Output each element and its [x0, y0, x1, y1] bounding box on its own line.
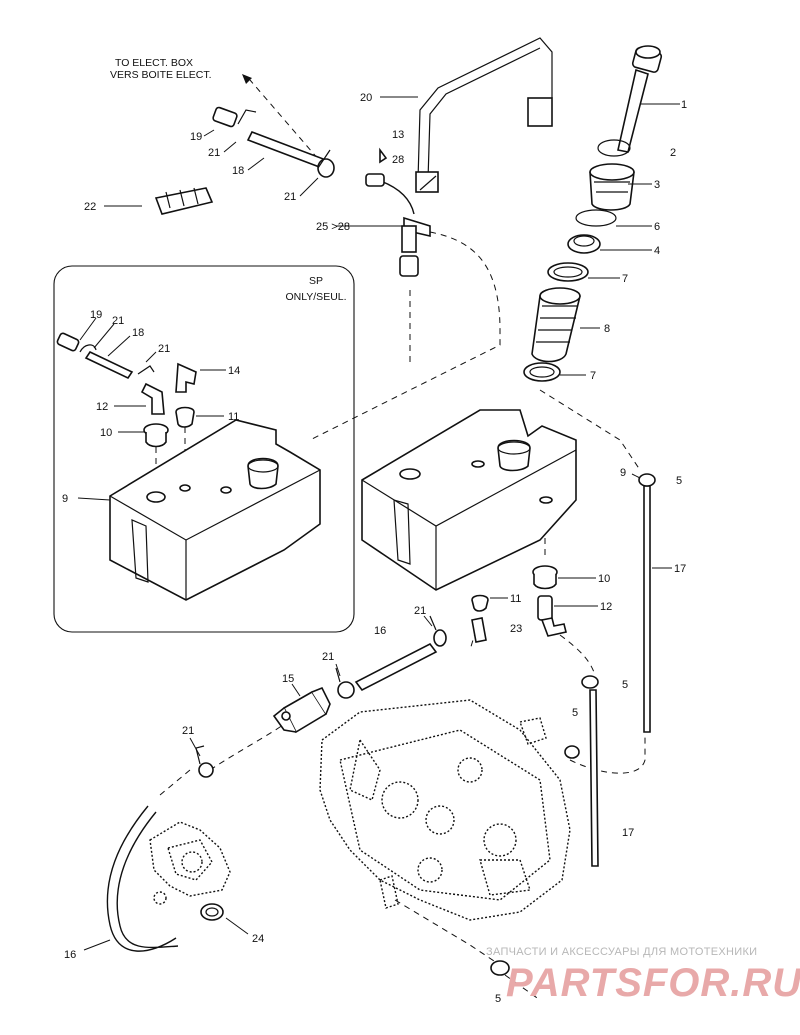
clamp-24 [200, 903, 224, 921]
callout-18: 18 [132, 327, 144, 339]
vent-hose-17-lower [589, 689, 599, 867]
clamp-5-right [638, 473, 656, 487]
callout-28: 28 [392, 154, 404, 166]
callout-25: 25 >28 [316, 221, 350, 233]
clamp-7-bottom [523, 362, 561, 382]
callout-16: 16 [374, 625, 386, 637]
callout-11: 11 [510, 593, 521, 605]
callout-14: 14 [228, 365, 240, 377]
callout-18: 18 [232, 165, 244, 177]
callout-21: 21 [208, 147, 220, 159]
callout-5: 5 [572, 707, 578, 719]
inset-fuel-tank [109, 419, 321, 601]
hose-16-upper [335, 615, 447, 699]
callout-9: 9 [620, 467, 626, 479]
filler-neck-bellows-8 [531, 287, 581, 363]
nut-4 [567, 234, 601, 254]
clamp-7-top [547, 262, 589, 282]
callout-6: 6 [654, 221, 660, 233]
callout-4: 4 [654, 245, 660, 257]
callout-9: 9 [62, 493, 68, 505]
callout-17: 17 [622, 827, 634, 839]
callout-5: 5 [676, 475, 682, 487]
callout-11: 11 [228, 411, 239, 423]
sp-only-inset-frame [53, 265, 355, 633]
leader-lines [77, 96, 680, 951]
callout-10: 10 [598, 573, 610, 585]
inset-grommet-10 [143, 423, 169, 448]
callout-23: 23 [510, 623, 522, 635]
bottom-fitting [379, 875, 510, 976]
elect-box-note-line1: TO ELECT. BOX [115, 57, 193, 69]
engine-fitting-5 [519, 717, 580, 759]
callout-21: 21 [414, 605, 426, 617]
callout-12: 12 [600, 601, 612, 613]
callout-1: 1 [681, 99, 687, 111]
elbow-12-23 [537, 595, 567, 637]
callout-21: 21 [284, 191, 296, 203]
callout-7: 7 [590, 370, 596, 382]
callout-19: 19 [90, 309, 102, 321]
clamp-21-lower [195, 745, 214, 778]
callout-24: 24 [252, 933, 264, 945]
elect-box-note-line2: VERS BOITE ELECT. [110, 69, 212, 81]
callout-10: 10 [100, 427, 112, 439]
callout-21: 21 [158, 343, 170, 355]
fuel-filter-15 [272, 686, 331, 734]
callout-5: 5 [622, 679, 628, 691]
callout-22: 22 [84, 201, 96, 213]
clip-22 [154, 187, 214, 215]
fuel-pump [149, 821, 231, 905]
callout-12: 12 [96, 401, 108, 413]
callout-7: 7 [622, 273, 628, 285]
callout-15: 15 [282, 673, 294, 685]
callout-17: 17 [674, 563, 686, 575]
inset-hose-18 [56, 332, 155, 380]
fuel-cap-adapter-3 [589, 163, 635, 211]
inset-grommet-11 [175, 406, 195, 428]
sp-only-note-line1: SP [309, 275, 323, 287]
connector-fitting-25 [365, 147, 431, 277]
o-ring-2 [597, 139, 631, 157]
grommet-10-tank [532, 565, 558, 590]
callout-21: 21 [182, 725, 194, 737]
arrow-icon [242, 74, 252, 84]
vent-hose-17-right [643, 485, 651, 733]
clamp-5-lower [581, 675, 599, 689]
callout-21: 21 [322, 651, 334, 663]
engine-block [319, 699, 571, 921]
callout-8: 8 [604, 323, 610, 335]
watermark-caption: ЗАПЧАСТИ И АКСЕССУАРЫ ДЛЯ МОТОТЕХНИКИ [486, 946, 757, 958]
gasket-6 [575, 209, 617, 227]
grommet-11-tank [471, 594, 489, 612]
sp-only-note-line2: ONLY/SEUL. [285, 291, 346, 303]
callout-21: 21 [112, 315, 124, 327]
hose-16-lower [106, 805, 179, 952]
callout-19: 19 [190, 131, 202, 143]
callout-3: 3 [654, 179, 660, 191]
inset-elbow-14 [175, 362, 197, 393]
callout-2: 2 [670, 147, 676, 159]
hose-18-upper [212, 106, 335, 178]
callout-labels: 1 2 3 6 4 7 8 7 20 13 28 25 >28 19 21 18… [62, 92, 687, 1005]
bracket-20 [415, 37, 553, 193]
callout-13: 13 [392, 129, 404, 141]
watermark-brand: PARTSFOR.RU [506, 961, 800, 1005]
callout-20: 20 [360, 92, 372, 104]
inset-elbow-12 [140, 382, 165, 415]
fuel-level-sender-1 [617, 45, 663, 153]
callout-16: 16 [64, 949, 76, 961]
callout-5: 5 [495, 993, 501, 1005]
t-fitting [471, 617, 487, 643]
fuel-tank-9 [361, 409, 577, 591]
